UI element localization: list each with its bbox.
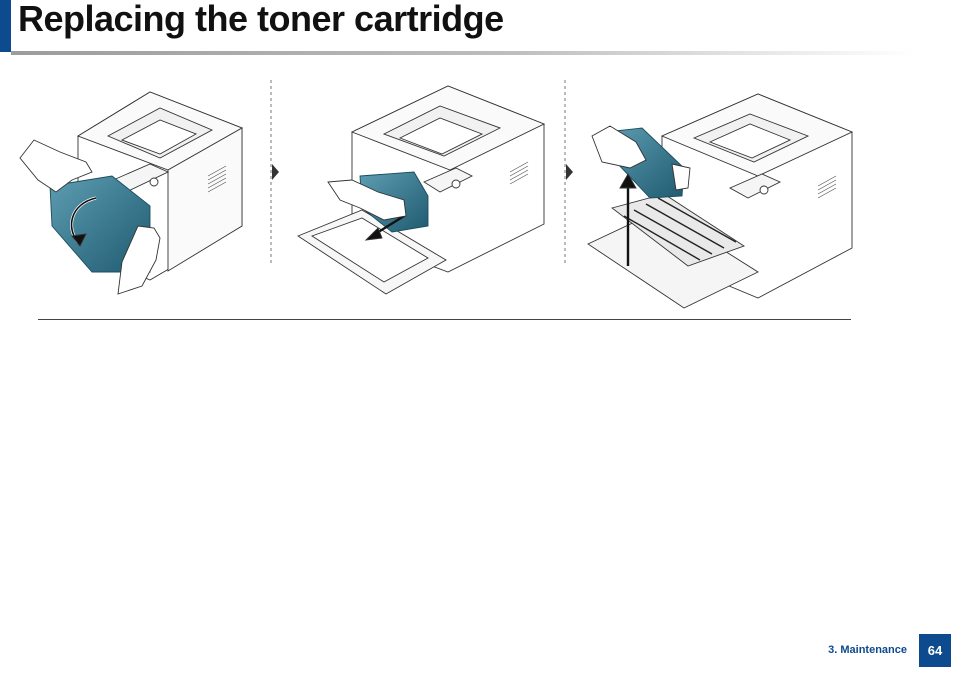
figure-bottom-rule xyxy=(38,319,851,320)
step-arrow xyxy=(566,164,573,180)
title-underline xyxy=(11,51,914,55)
step-arrow xyxy=(272,164,279,180)
step-2-remove-container xyxy=(298,86,544,294)
footer-section-label: 3. Maintenance xyxy=(828,644,907,656)
page-title: Replacing the toner cartridge xyxy=(18,0,504,40)
step-1-open-front-cover xyxy=(20,92,242,294)
title-accent-bar xyxy=(0,0,11,52)
page-number-badge: 64 xyxy=(919,634,951,667)
procedure-illustration xyxy=(0,76,954,316)
procedure-steps-svg xyxy=(0,76,954,316)
step-3-lift-cartridge xyxy=(588,94,852,308)
